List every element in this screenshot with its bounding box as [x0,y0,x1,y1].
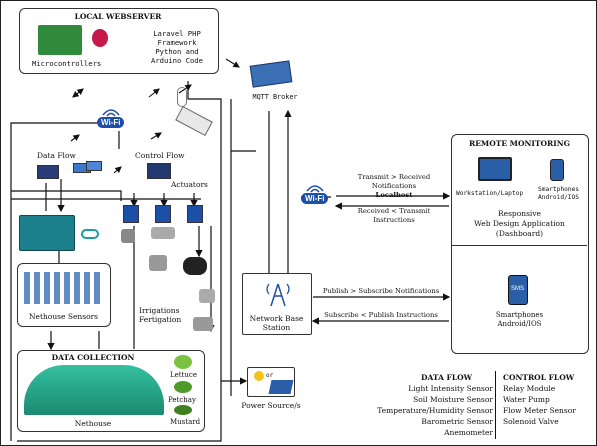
app-label-3: (Dashboard) [495,229,544,238]
arduino-logo-icon [81,229,99,239]
cell-tower-icon [266,283,290,307]
wifi-badge: Wi-Fi [97,117,125,128]
nethouse-sensors-box: Nethouse Sensors [17,263,111,327]
nethouse-sensors-label: Nethouse Sensors [28,312,99,321]
remote-monitoring-box: REMOTE MONITORING Workstation/Laptop Sma… [451,134,589,354]
data-collection-box: DATA COLLECTION Nethouse Lettuce Petchay… [17,350,205,432]
mustard-icon [174,405,192,415]
solar-panel-icon [268,380,294,394]
received-label-1: Received < Transmit [357,207,431,215]
raspberry-pi-icon [92,29,108,47]
legend-control-flow-title: CONTROL FLOW [503,373,575,382]
left-trunk-line [10,122,97,441]
crop-mustard-label: Mustard [170,418,201,426]
legend-divider [495,371,496,439]
legend-control-item-1: Relay Module [503,384,556,393]
data-flow-label: Data Flow [37,151,76,160]
right-trunk-line [17,81,222,442]
solenoid-valve-icon-4 [193,317,213,331]
framework-line-2: Framework [157,38,197,47]
app-label-2: Web Design Application [474,219,565,228]
crop-lettuce-label: Lettuce [170,371,197,379]
app-label-1: Responsive [497,209,541,218]
legend-data-item-2: Soil Moisture Sensor [413,395,493,404]
sms-phones-label-1: Smartphones [495,311,544,319]
wifi-signal-icon [102,109,120,117]
solenoid-valve-icon-3 [199,289,215,303]
network-base-station-box: Network Base Station [242,273,312,335]
framework-line-3: Python and [155,47,199,56]
framework-line-1: Laravel PHP [153,29,201,38]
relay-module-1 [123,205,139,223]
transmit-label-2: Notifications [371,182,417,190]
wifi-signal-icon [306,185,324,193]
data-flow-module-1 [37,165,59,179]
sms-label: SMS [511,286,525,292]
flow-meter-icon [149,255,167,271]
or-label: or [266,372,274,379]
nethouse-label: Nethouse [74,419,112,428]
legend-data-item-4: Barometric Sensor [421,417,493,426]
microcontrollers-label: Microcontrollers [32,59,102,68]
laptop-icon [478,157,512,181]
smartphones-label-2: Android/IOS [538,194,579,201]
power-source-label: Power Source/s [241,401,301,410]
relay-module-3 [187,205,203,223]
divider [452,245,587,246]
received-label-2: Instructions [373,216,415,224]
bulb-icon [254,371,264,381]
legend-data-flow-title: DATA FLOW [421,373,473,382]
subscribe-label: Subscribe < Publish Instructions [324,311,438,319]
actuators-label: Actuators [171,180,208,189]
arduino-board-icon [19,215,75,251]
localhost-label: Localhost [375,191,413,199]
data-collection-title: DATA COLLECTION [51,353,135,362]
wifi-badge: Wi-Fi [301,193,329,204]
sms-phones-label-2: Android/IOS [497,320,542,328]
base-station-label-2: Station [262,323,291,332]
transmit-label-1: Transmit > Received [357,173,431,181]
sensor-icons-cluster [24,272,104,304]
publish-label: Publish > Subscribe Notifications [322,287,440,295]
crop-petchay-label: Petchay [168,396,196,404]
control-flow-label: Control Flow [135,151,185,160]
legend: DATA FLOW CONTROL FLOW Light Intensity S… [327,369,593,441]
local-webserver-box: LOCAL WEBSERVER Microcontrollers Laravel… [19,8,219,74]
control-flow-module-2 [147,163,171,179]
petchay-icon [174,381,192,393]
microcontroller-board-icon [38,25,82,55]
smartphones-label-1: Smartphones [538,186,579,193]
local-webserver-title: LOCAL WEBSERVER [74,12,162,21]
control-flow-module-1 [86,161,102,171]
framework-line-4: Arduino Code [151,56,203,65]
fertigation-label: Fertigation [139,315,182,324]
lettuce-icon [174,355,192,369]
solenoid-valve-icon-1 [121,229,135,243]
smartphone-icon [550,159,564,181]
sms-phone-icon: SMS [508,275,528,305]
legend-data-item-3: Temperature/Humidity Sensor [377,406,493,415]
legend-control-item-2: Water Pump [503,395,550,404]
irrigation-label: Irrigations [139,306,180,315]
remote-monitoring-title: REMOTE MONITORING [468,139,570,148]
relay-module-2 [155,205,171,223]
mqtt-broker-label: MQTT Broker [252,93,298,101]
power-source-box: or [247,367,295,397]
wifi-left: Wi-Fi [97,107,125,128]
solenoid-valve-icon-2 [151,227,175,239]
water-pump-icon [183,257,207,275]
workstation-label: Workstation/Laptop [456,190,524,197]
legend-data-item-1: Light Intensity Sensor [408,384,493,393]
cable-icon [177,87,187,107]
legend-control-item-4: Solenoid Valve [503,417,559,426]
wifi-right: Wi-Fi [301,183,329,204]
nethouse-image [24,365,164,415]
legend-control-item-3: Flow Meter Sensor [503,406,576,415]
legend-data-item-5: Anemometer [444,428,493,437]
base-station-label-1: Network Base [249,314,304,323]
